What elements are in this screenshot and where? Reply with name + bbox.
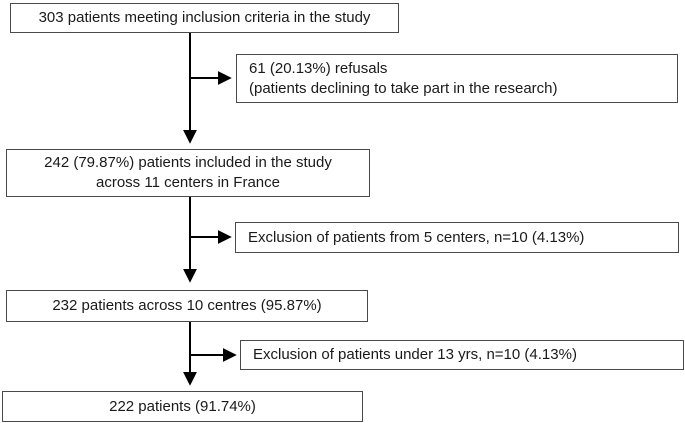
node-exclusion-under-13-text: Exclusion of patients under 13 yrs, n=10…	[253, 346, 577, 363]
node-exclusion-centers-text: Exclusion of patients from 5 centers, n=…	[248, 228, 585, 246]
node-final-patients-text: 222 patients (91.74%)	[109, 397, 256, 415]
node-refusals: 61 (20.13%) refusals (patients declining…	[236, 54, 678, 103]
node-patients-10-centres-text: 232 patients across 10 centres (95.87%)	[52, 297, 322, 314]
node-refusals-line2: (patients declining to take part in the …	[249, 79, 558, 97]
node-inclusion-criteria: 303 patients meeting inclusion criteria …	[10, 3, 399, 33]
node-exclusion-under-13: Exclusion of patients under 13 yrs, n=10…	[240, 340, 684, 370]
node-included-in-study: 242 (79.87%) patients included in the st…	[6, 149, 370, 197]
node-patients-10-centres: 232 patients across 10 centres (95.87%)	[6, 290, 368, 322]
node-exclusion-centers: Exclusion of patients from 5 centers, n=…	[235, 222, 679, 253]
node-refusals-line1: 61 (20.13%) refusals	[249, 59, 388, 77]
node-included-line1: 242 (79.87%) patients included in the st…	[44, 154, 332, 171]
node-inclusion-criteria-text: 303 patients meeting inclusion criteria …	[38, 9, 371, 26]
node-final-patients: 222 patients (91.74%)	[2, 391, 363, 422]
node-included-line2: across 11 centers in France	[96, 174, 280, 191]
